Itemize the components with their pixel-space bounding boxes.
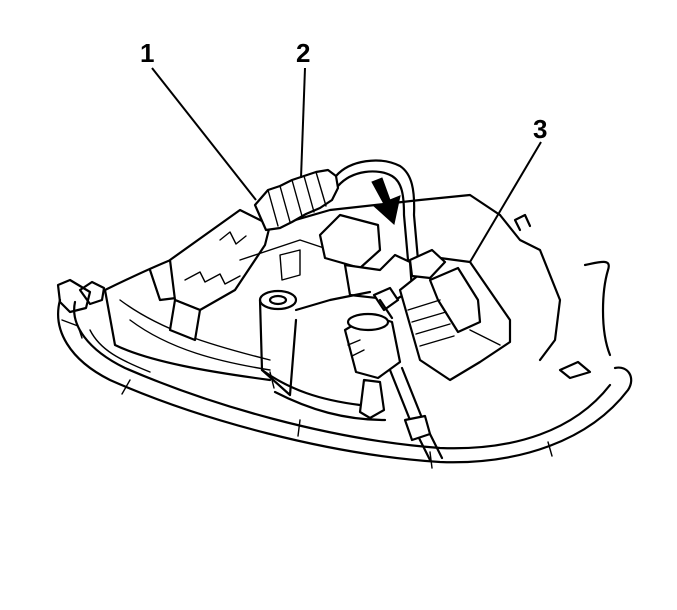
callout-leaders [151, 67, 542, 263]
adjuster-boot [253, 168, 340, 232]
callout-2-label: 2 [296, 38, 310, 68]
left-bracket [168, 208, 331, 342]
lower-tube [260, 368, 387, 422]
callout-1-label: 1 [140, 38, 154, 68]
callout-2-leader [300, 67, 306, 179]
center-block [279, 213, 414, 302]
callout-1-leader [151, 67, 257, 201]
pivot-post [258, 289, 372, 397]
left-end-cap [56, 278, 106, 339]
leveling-motor [398, 248, 512, 382]
direction-arrow-icon [371, 177, 401, 225]
electrical-connector [343, 286, 444, 462]
leveling-cable [334, 159, 420, 262]
callout-3-leader [469, 141, 542, 263]
callout-3-label: 3 [533, 114, 547, 144]
housing-rim [57, 260, 633, 469]
